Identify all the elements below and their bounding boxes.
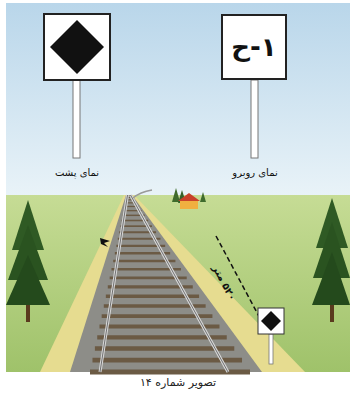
embankment: [40, 195, 305, 372]
sign-post: [251, 80, 258, 158]
sign-code: ح-۱: [231, 34, 276, 60]
view-label: نمای پشت: [55, 167, 99, 179]
view-label: نمای روبرو: [232, 167, 277, 179]
house: [178, 193, 200, 209]
back-view-sign: [44, 14, 110, 158]
tree-right: [312, 198, 350, 322]
rails: [100, 190, 228, 372]
ballast: [70, 195, 262, 372]
sky: [6, 3, 350, 197]
sleepers: [90, 196, 250, 372]
tree-left: [6, 200, 50, 322]
marker: [100, 238, 110, 247]
small-sign: [258, 308, 284, 364]
ground: [6, 195, 350, 372]
distant-trees: [172, 188, 206, 203]
figure-caption: تصویر شماره ۱۴: [140, 376, 216, 389]
sign-board: ح-۱: [221, 14, 287, 80]
